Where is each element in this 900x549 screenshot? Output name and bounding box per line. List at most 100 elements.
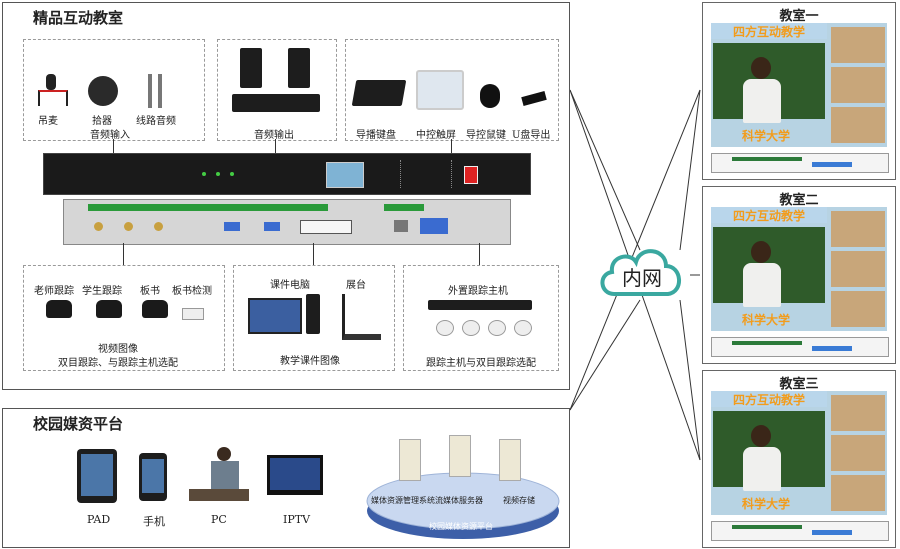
classroom-1-students-3 <box>831 107 885 143</box>
speaker-left-icon <box>240 48 262 88</box>
line-to-main-classroom <box>569 89 641 251</box>
pad-screen <box>81 454 113 496</box>
line-to-platform <box>569 299 641 411</box>
classroom-2-banner: 四方互动教学 <box>711 207 827 223</box>
audio-output-label: 音频输出 <box>254 130 294 141</box>
connector-audio-in <box>113 139 114 153</box>
connector-video <box>123 243 124 265</box>
pc-desk <box>189 489 249 501</box>
classroom-2-teacher <box>751 241 771 263</box>
host-front-panel <box>43 153 531 195</box>
classroom-2-teacher-body <box>743 263 781 307</box>
device-courseware-pc: 课件电脑 <box>270 280 310 291</box>
amplifier-icon <box>232 94 320 112</box>
classroom-2-caption: 科学大学 <box>741 313 790 327</box>
visualizer-icon <box>342 294 381 340</box>
classroom-1-terminals <box>732 157 802 161</box>
connector-audio-out <box>275 139 276 153</box>
device-hanging-mic: 吊麦 <box>38 116 58 127</box>
device-touch-panel: 中控触屏 <box>416 130 456 141</box>
client-iptv: IPTV <box>283 513 311 526</box>
vga-port-2 <box>264 222 280 231</box>
pc-user-head <box>217 447 231 461</box>
classroom-1-students-1 <box>831 27 885 63</box>
sdi-port-2 <box>124 222 133 231</box>
courseware-group: 课件电脑 展台 教学课件图像 <box>233 265 395 371</box>
mouse-icon <box>480 84 500 108</box>
server-label-3: 视频存储 <box>503 496 535 505</box>
touch-panel-icon <box>416 70 464 110</box>
line-audio-icon-2 <box>158 74 162 108</box>
client-pad: PAD <box>87 513 111 526</box>
hanging-mic-icon <box>46 74 56 90</box>
dome-camera-4 <box>514 320 532 336</box>
remote-classroom-1: 教室一 四方互动教学 科学大学 <box>702 2 896 180</box>
iptv-screen <box>270 458 320 490</box>
classroom-2-device-bar <box>711 337 889 357</box>
board-camera-icon <box>142 300 168 318</box>
pad-icon <box>77 449 117 503</box>
server-1-icon <box>399 439 421 481</box>
device-board: 板书 <box>140 286 160 297</box>
sdi-port-1 <box>94 222 103 231</box>
director-keyboard-icon <box>351 80 407 106</box>
classroom-3-students-2 <box>831 435 885 471</box>
connector-courseware <box>313 243 314 265</box>
video-group: 老师跟踪 学生跟踪 板书 板书检测 视频图像 双目跟踪、与跟踪主机选配 <box>23 265 225 371</box>
pc-user-body <box>211 461 239 491</box>
device-visualizer: 展台 <box>346 280 366 291</box>
pc-monitor-icon <box>248 298 302 334</box>
line-to-classroom-3 <box>679 299 701 461</box>
classroom-2-students-2 <box>831 251 885 287</box>
host-preview-screen <box>326 162 364 188</box>
teacher-camera-icon <box>46 300 72 318</box>
intranet-cloud <box>600 249 681 296</box>
sdi-port-3 <box>154 222 163 231</box>
classroom-1-caption: 科学大学 <box>741 129 790 143</box>
campus-platform-panel: 校园媒资平台 PAD 手机 PC IPTV 媒体资源管理系统 流媒体服务器 视频… <box>2 408 570 548</box>
device-board-detect: 板书检测 <box>172 286 212 297</box>
classroom-1-ports <box>812 162 852 167</box>
host-led-3 <box>230 172 234 176</box>
classroom-1-students-2 <box>831 67 885 103</box>
dome-camera-1 <box>436 320 454 336</box>
usb-drive-icon <box>521 91 547 106</box>
classroom-1-banner: 四方互动教学 <box>711 23 827 39</box>
platform-label: 校园媒体资源平台 <box>429 522 493 531</box>
classroom-3-caption: 科学大学 <box>741 497 790 511</box>
client-phone: 手机 <box>143 515 165 528</box>
line-audio-icon <box>148 74 152 108</box>
connector-control <box>451 139 452 153</box>
video-label-line1: 视频图像 <box>98 344 138 355</box>
host-led-1 <box>202 172 206 176</box>
remote-classroom-3: 教室三 四方互动教学 科学大学 <box>702 370 896 548</box>
classroom-3-teacher-body <box>743 447 781 491</box>
classroom-1-teacher-body <box>743 79 781 123</box>
device-usb: U盘导出 <box>512 130 551 141</box>
classroom-3-students-1 <box>831 395 885 431</box>
classroom-3-teacher <box>751 425 771 447</box>
usb-ports <box>420 218 448 234</box>
host-led-2 <box>216 172 220 176</box>
intranet-label: 内网 <box>622 266 662 290</box>
classroom-2-title: 教室二 <box>779 193 819 208</box>
lan-port <box>394 220 408 232</box>
device-line-audio: 线路音频 <box>136 116 176 127</box>
classroom-2-students-1 <box>831 211 885 247</box>
phone-icon <box>139 453 167 501</box>
mic-stand-icon <box>38 90 68 106</box>
control-group: 导播键盘 中控触屏 导控鼠键 U盘导出 <box>345 39 559 141</box>
audio-input-label: 音频输入 <box>90 130 130 141</box>
classroom-2-terminals <box>732 341 802 345</box>
device-student-tracking: 学生跟踪 <box>82 286 122 297</box>
classroom-3-terminals <box>732 525 802 529</box>
iptv-icon <box>267 455 323 495</box>
line-to-classroom-1 <box>679 89 701 251</box>
device-director-keyboard: 导播键盘 <box>356 130 396 141</box>
audio-terminals-right <box>384 204 424 211</box>
main-classroom-title: 精品互动教室 <box>33 9 124 27</box>
classroom-1-teacher <box>751 57 771 79</box>
video-label-line2: 双目跟踪、与跟踪主机选配 <box>58 358 178 369</box>
classroom-3-photo: 四方互动教学 科学大学 <box>711 391 887 515</box>
classroom-3-title: 教室三 <box>779 377 819 392</box>
